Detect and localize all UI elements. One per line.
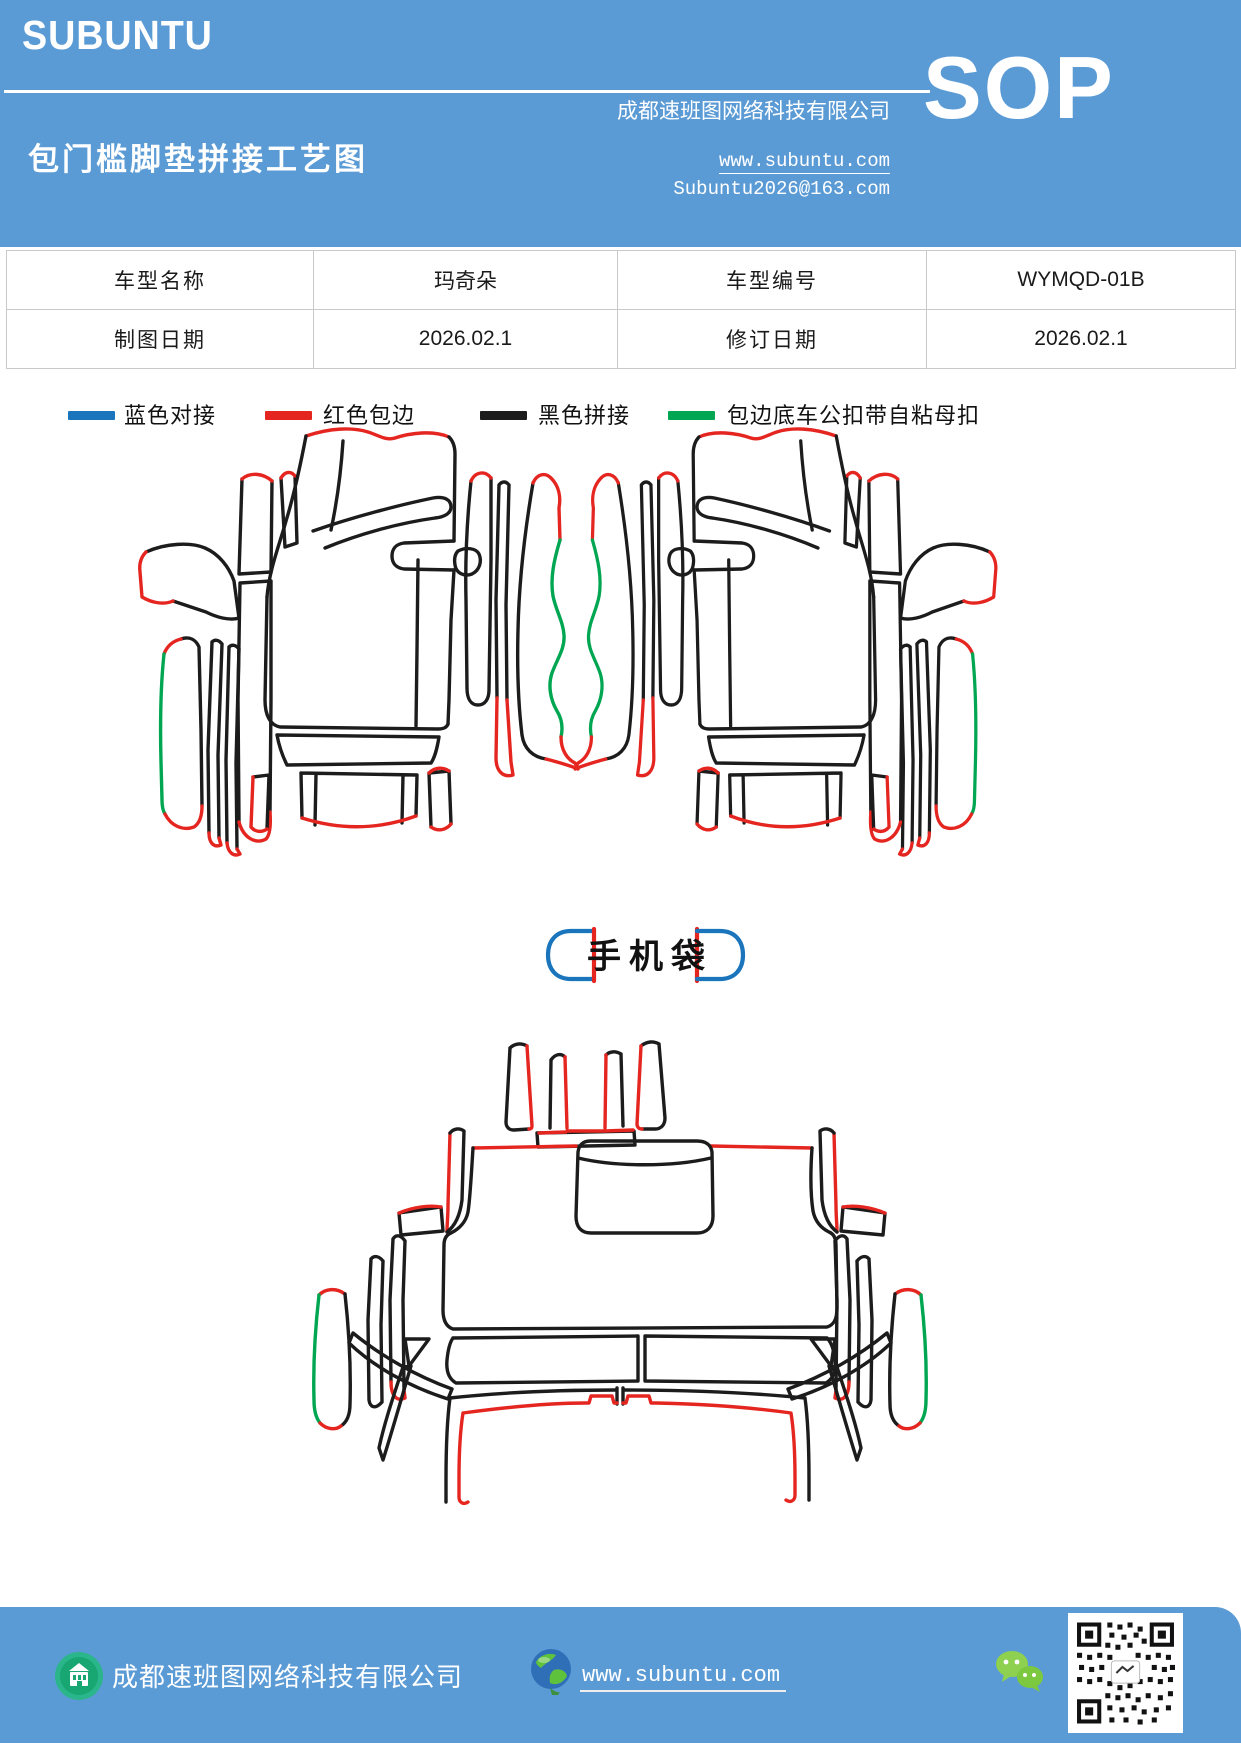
rear-side-cluster	[312, 1234, 454, 1462]
cell-revision-date-value: 2026.02.1	[926, 309, 1236, 369]
cell-model-name-value: 玛奇朵	[313, 250, 618, 310]
front-right-mat-diagram	[573, 427, 998, 857]
footer-website-link[interactable]: www.subuntu.com	[580, 1663, 787, 1692]
legend-swatch-green	[668, 411, 715, 420]
company-building-icon	[55, 1652, 103, 1700]
legend-label-blue: 蓝色对接	[124, 403, 217, 428]
cell-model-code-label: 车型编号	[617, 250, 927, 310]
phone-bag-label: 手机袋	[587, 938, 713, 976]
header-divider	[4, 90, 930, 93]
rear-mat-diagram	[312, 1040, 928, 1506]
legend-label-green: 包边底车公扣带自粘母扣	[727, 403, 981, 428]
header-website-text[interactable]: www.subuntu.com	[718, 150, 890, 174]
legend-label-black: 黑色拼接	[538, 403, 631, 428]
cell-model-code-value: WYMQD-01B	[926, 250, 1236, 310]
wechat-icon	[996, 1651, 1043, 1692]
legend-swatch-blue	[68, 411, 115, 420]
cell-draw-date-value: 2026.02.1	[313, 309, 618, 369]
phone-bag-marker: 手机袋	[545, 926, 746, 984]
header-website-link[interactable]: www.subuntu.com	[560, 150, 890, 174]
header-company-name: 成都速班图网络科技有限公司	[617, 99, 890, 123]
rear-wing-right	[818, 1127, 887, 1237]
legend: 蓝色对接 红色包边 黑色拼接 包边底车公扣带自粘母扣	[0, 398, 1241, 438]
cell-revision-date-label: 修订日期	[617, 309, 927, 369]
legend-swatch-black	[480, 411, 527, 420]
cell-model-name-label: 车型名称	[6, 250, 314, 310]
footer-company-name: 成都速班图网络科技有限公司	[112, 1663, 464, 1692]
footer: 成都速班图网络科技有限公司 www.subuntu.com	[0, 1607, 1241, 1743]
sop-badge: SOP	[923, 38, 1115, 137]
header-email: Subuntu2026@163.com	[673, 178, 890, 200]
header: SUBUNTU 包门槛脚垫拼接工艺图 成都速班图网络科技有限公司 SOP www…	[0, 0, 1241, 247]
legend-label-red: 红色包边	[323, 403, 416, 428]
qr-code	[1068, 1613, 1183, 1733]
rear-wing	[397, 1127, 466, 1237]
legend-swatch-red	[265, 411, 312, 420]
page-title: 包门槛脚垫拼接工艺图	[28, 142, 368, 177]
brand-logo: SUBUNTU	[22, 12, 213, 58]
front-left-mat-diagram	[138, 427, 580, 857]
vehicle-info-table: 车型名称 玛奇朵 车型编号 WYMQD-01B 制图日期 2026.02.1 修…	[6, 250, 1236, 369]
cell-draw-date-label: 制图日期	[6, 309, 314, 369]
globe-icon	[531, 1649, 571, 1695]
